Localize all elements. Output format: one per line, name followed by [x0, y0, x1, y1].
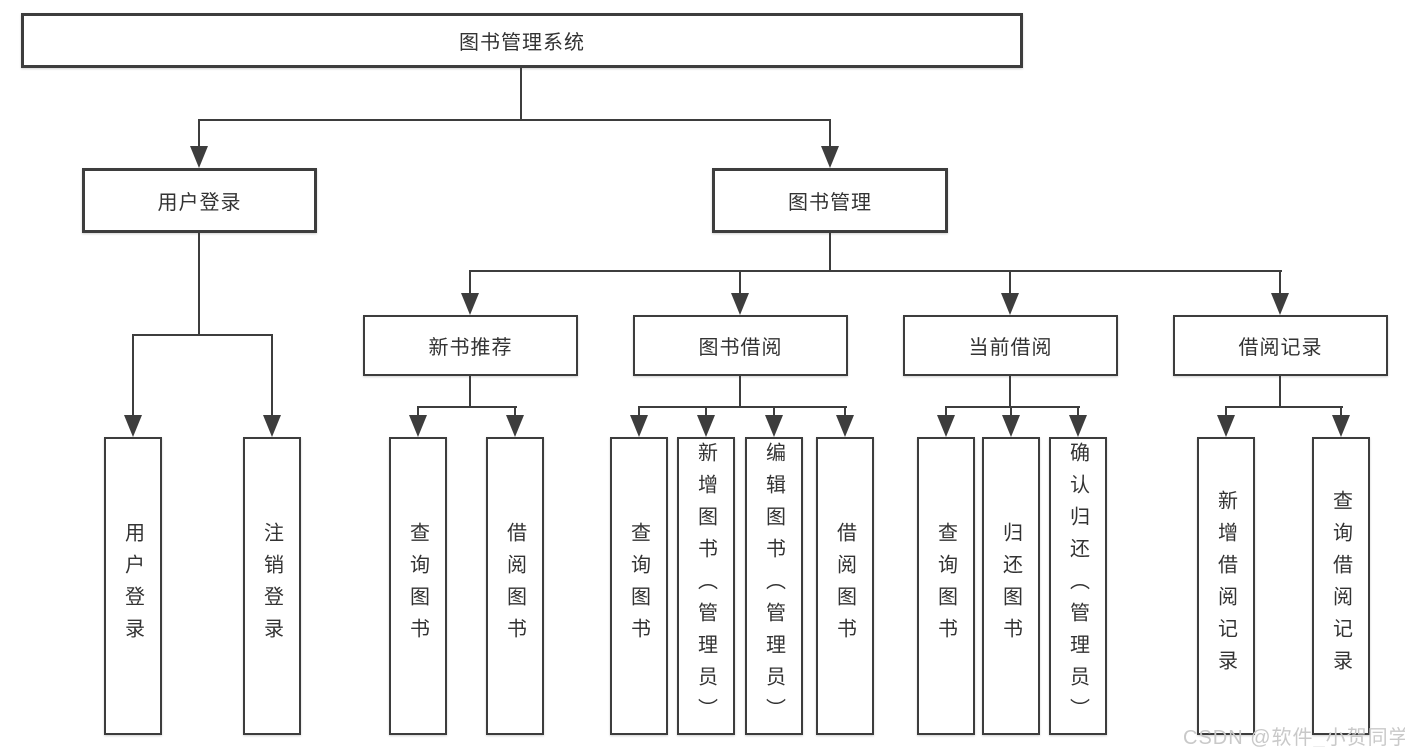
arrow-down-icon: [190, 146, 208, 168]
arrow-down-icon: [1217, 415, 1235, 437]
connector-leaf-stem: [1077, 408, 1079, 420]
connector-user-subtree-stem: [198, 233, 200, 336]
node-new-book-recommend: 新书推荐: [363, 315, 578, 376]
connector-root-stem: [520, 68, 522, 121]
connector-book-management-stem: [829, 121, 831, 147]
connector-group-stem: [1279, 376, 1281, 408]
connector-leaf-stem: [514, 408, 516, 420]
leaf-recommend-borrow-book: 借阅图书: [486, 437, 544, 735]
node-library-management-system: 图书管理系统: [21, 13, 1023, 68]
connector-user-login-stem: [198, 121, 200, 147]
arrow-down-icon: [836, 415, 854, 437]
connector-group-rail: [1225, 406, 1343, 408]
connector-mgmt-subtree-rail: [469, 270, 1282, 272]
arrow-down-icon: [1271, 293, 1289, 315]
connector-module-stem: [1279, 272, 1281, 296]
connector-group-rail: [417, 406, 517, 408]
leaf-current-return-book: 归还图书: [982, 437, 1040, 735]
leaf-current-query-book: 查询图书: [917, 437, 975, 735]
connector-module-stem: [739, 272, 741, 296]
connector-group-rail: [638, 406, 847, 408]
connector-group-stem: [469, 376, 471, 408]
arrow-down-icon: [409, 415, 427, 437]
connector-group-stem: [1009, 376, 1011, 408]
arrow-down-icon: [263, 415, 281, 437]
connector-group-rail: [945, 406, 1080, 408]
arrow-down-icon: [1001, 293, 1019, 315]
connector-leaf-stem: [1340, 408, 1342, 420]
arrow-down-icon: [506, 415, 524, 437]
leaf-borrow-borrow-book: 借阅图书: [816, 437, 874, 735]
leaf-borrow-edit-book-admin: 编辑图书（管理员）: [745, 437, 803, 735]
leaf-borrow-add-book-admin: 新增图书（管理员）: [677, 437, 735, 735]
arrow-down-icon: [821, 146, 839, 168]
node-current-borrow: 当前借阅: [903, 315, 1118, 376]
arrow-down-icon: [697, 415, 715, 437]
leaf-recommend-query-book: 查询图书: [389, 437, 447, 735]
connector-group-stem: [739, 376, 741, 408]
connector-leaf-stem: [773, 408, 775, 420]
connector-user-subtree-rail: [132, 334, 273, 336]
connector-module-stem: [469, 272, 471, 296]
leaf-borrow-query-book: 查询图书: [610, 437, 668, 735]
leaf-record-add-borrow-record: 新增借阅记录: [1197, 437, 1255, 735]
connector-leaf-stem: [271, 336, 273, 416]
node-user-login: 用户登录: [82, 168, 317, 233]
arrow-down-icon: [731, 293, 749, 315]
arrow-down-icon: [461, 293, 479, 315]
connector-level1-rail: [198, 119, 831, 121]
connector-mgmt-subtree-stem: [829, 233, 831, 272]
node-book-management: 图书管理: [712, 168, 948, 233]
leaf-logout: 注销登录: [243, 437, 301, 735]
connector-module-stem: [1009, 272, 1011, 296]
arrow-down-icon: [765, 415, 783, 437]
connector-leaf-stem: [132, 336, 134, 416]
node-borrow-record: 借阅记录: [1173, 315, 1388, 376]
connector-leaf-stem: [417, 408, 419, 420]
arrow-down-icon: [1069, 415, 1087, 437]
leaf-current-confirm-return-admin: 确认归还（管理员）: [1049, 437, 1107, 735]
connector-leaf-stem: [1010, 408, 1012, 420]
arrow-down-icon: [124, 415, 142, 437]
connector-leaf-stem: [705, 408, 707, 420]
arrow-down-icon: [630, 415, 648, 437]
connector-leaf-stem: [1225, 408, 1227, 420]
leaf-record-query-borrow-record: 查询借阅记录: [1312, 437, 1370, 735]
connector-leaf-stem: [844, 408, 846, 420]
arrow-down-icon: [1332, 415, 1350, 437]
arrow-down-icon: [937, 415, 955, 437]
leaf-user-login: 用户登录: [104, 437, 162, 735]
arrow-down-icon: [1002, 415, 1020, 437]
connector-leaf-stem: [638, 408, 640, 420]
node-book-borrow: 图书借阅: [633, 315, 848, 376]
connector-leaf-stem: [945, 408, 947, 420]
csdn-watermark: CSDN @软件_小贺同学: [1183, 727, 1405, 747]
